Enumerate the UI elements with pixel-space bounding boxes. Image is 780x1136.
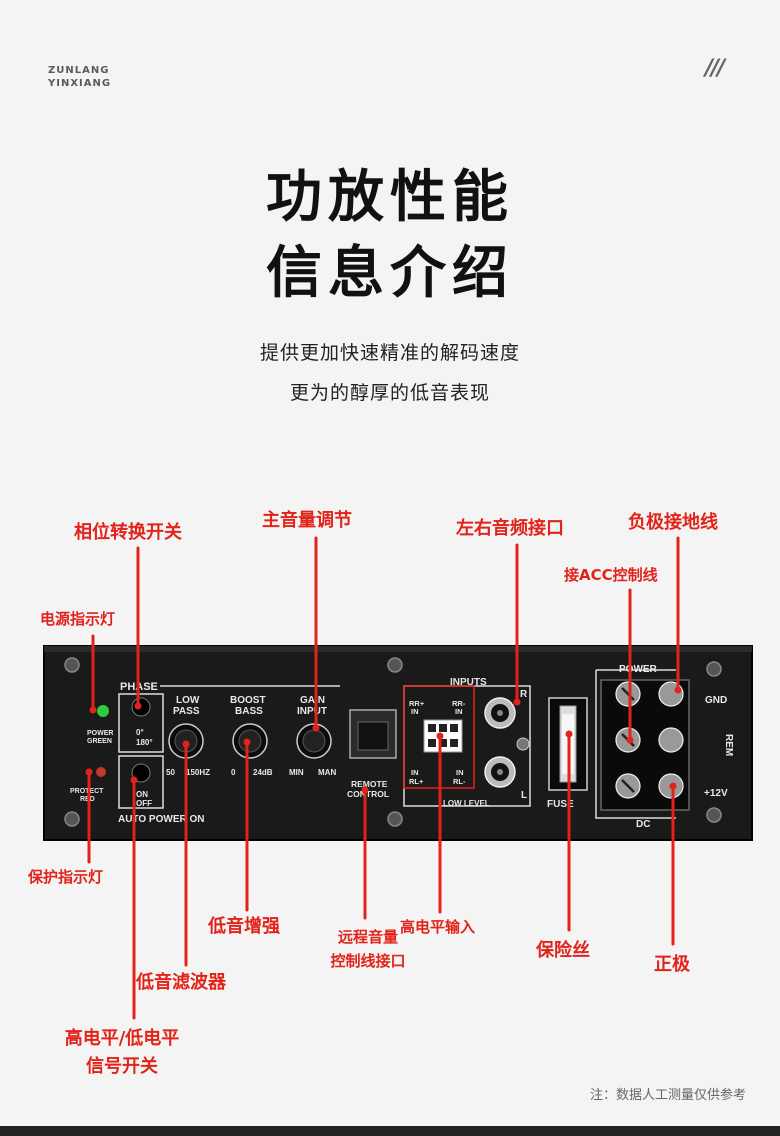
channel-r-label: R (520, 689, 528, 700)
gnd-label: GND (705, 695, 727, 706)
gain-max: MAN (318, 768, 336, 777)
boost-label2: BASS (235, 706, 263, 717)
callout-remote-line1: 远程音量 (337, 928, 398, 946)
phase-180-label: 180° (136, 738, 153, 747)
protect-led-label2: RED (80, 796, 95, 803)
rr-minus-label1: RR- (452, 699, 466, 708)
gain-label1: GAIN (300, 695, 325, 706)
callout-level-switch-line1: 高电平/低电平 (64, 1028, 180, 1049)
bottom-bar (0, 1126, 780, 1136)
dc-label: DC (636, 819, 650, 830)
power-led-icon (97, 705, 109, 717)
low-pass-label1: LOW (176, 695, 200, 706)
screw-icon (387, 811, 403, 827)
rr-plus-label1: RR+ (409, 699, 425, 708)
screw-icon (64, 811, 80, 827)
callout-level-switch: 高电平/低电平 信号开关 (52, 1024, 192, 1078)
power-label: POWER (619, 664, 658, 675)
screw-icon (64, 657, 80, 673)
remote-control-port[interactable] (349, 709, 397, 759)
auto-on-label: ON (136, 790, 148, 799)
rl-plus-label2: RL+ (409, 777, 424, 786)
auto-power-on-label: AUTO POWER ON (118, 814, 204, 825)
callout-level-switch-line2: 信号开关 (86, 1056, 158, 1077)
auto-off-label: OFF (136, 799, 152, 808)
low-pass-label2: PASS (173, 706, 200, 717)
callout-ground: 负极接地线 (628, 512, 718, 533)
gain-knob[interactable] (296, 723, 332, 759)
power-led-label1: POWER (87, 730, 113, 737)
rr-minus-label2: IN (455, 707, 463, 716)
callout-remote-line2: 控制线接口 (330, 952, 406, 970)
page-title-line1: 功放性能 (266, 165, 514, 230)
slash-mark-icon: /// (705, 56, 725, 81)
low-pass-max: 150HZ (186, 768, 210, 777)
callout-low-pass-filter: 低音滤波器 (136, 972, 226, 993)
rr-plus-label2: IN (411, 707, 419, 716)
callout-protect-led: 保护指示灯 (28, 868, 104, 886)
screw-icon (706, 661, 722, 677)
plus12v-label: +12V (704, 788, 728, 799)
boost-min: 0 (231, 768, 236, 777)
protect-led-icon (96, 767, 106, 777)
subtitle-line2: 更为的醇厚的低音表现 (289, 382, 490, 404)
callout-fuse: 保险丝 (536, 940, 590, 961)
boost-label1: BOOST (230, 695, 266, 706)
screw-icon (706, 807, 722, 823)
screw-icon (516, 737, 530, 751)
channel-l-label: L (521, 790, 527, 801)
gain-min: MIN (289, 768, 304, 777)
phase-0-label: 0° (136, 728, 144, 737)
page-title-line2: 信息介绍 (266, 241, 514, 306)
callout-power-led: 电源指示灯 (40, 610, 116, 628)
subtitle-line1: 提供更加快速精准的解码速度 (259, 342, 520, 364)
brand-logo: ZUNLANG YINXIANG (48, 64, 111, 90)
rem-label: REM (723, 734, 734, 756)
low-pass-min: 50 (166, 768, 175, 777)
footnote: 注：数据人工测量仅供参考 (589, 1088, 746, 1103)
remote-label2: CONTROL (347, 789, 389, 799)
rca-left-jack[interactable] (484, 756, 516, 788)
rl-plus-label1: IN (411, 768, 419, 777)
low-level-label: LOW LEVEL (443, 799, 490, 808)
rca-right-jack[interactable] (484, 697, 516, 729)
brand-line1: ZUNLANG (48, 65, 110, 76)
callout-high-level-input: 高电平输入 (400, 918, 476, 936)
callout-positive: 正极 (654, 954, 690, 975)
fuse-label: FUSE (547, 799, 574, 810)
boost-max: 24dB (253, 768, 273, 777)
level-switch-button[interactable] (131, 763, 151, 783)
callout-remote: 远程音量 控制线接口 (320, 926, 416, 971)
gain-label2: INPUT (297, 706, 327, 717)
screw-icon (387, 657, 403, 673)
brand-line2: YINXIANG (48, 78, 112, 89)
inputs-label: INPUTS (450, 677, 487, 688)
rem-wire-terminal-icon[interactable] (658, 727, 684, 753)
callout-phase-switch: 相位转换开关 (74, 522, 182, 543)
callout-bass-boost: 低音增强 (208, 916, 280, 937)
protect-led-label1: PROTECT (70, 788, 104, 795)
callout-acc: 接ACC控制线 (564, 566, 658, 584)
rl-minus-label2: RL- (453, 777, 466, 786)
callout-main-volume: 主音量调节 (262, 510, 352, 531)
rl-minus-label1: IN (456, 768, 464, 777)
callout-lr-audio-input: 左右音频接口 (456, 518, 564, 539)
power-led-label2: GREEN (87, 738, 112, 745)
remote-label1: REMOTE (351, 779, 388, 789)
